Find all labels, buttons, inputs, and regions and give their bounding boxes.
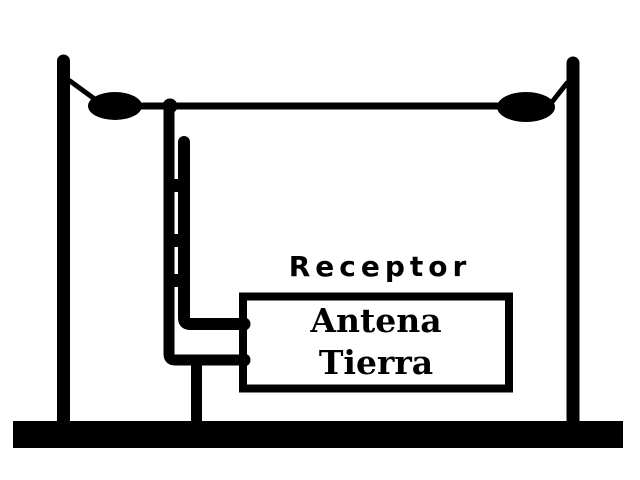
solid-layer (13, 92, 623, 448)
down-lead-left-conductor (163, 100, 247, 366)
antena-terminal-dot (237, 317, 251, 331)
lead-twist-rung (166, 234, 186, 247)
tierra-terminal-dot (237, 353, 251, 367)
antena-terminal-label: Antena (310, 300, 442, 340)
ground-bar (13, 421, 623, 448)
right-insulator (497, 92, 555, 122)
tierra-terminal-label: Tierra (318, 343, 434, 383)
junction-dot (162, 98, 178, 114)
wire-layer (57, 54, 580, 431)
left-tie-wire (67, 78, 99, 103)
lead-twist-rung (166, 179, 186, 192)
receiver-box (239, 292, 513, 393)
receiver-title: Receptor (288, 250, 472, 283)
right-tie-wire (549, 80, 570, 105)
receiver-terminal-labels: Antena Tierra (243, 294, 509, 389)
lead-twist-rung (166, 274, 186, 287)
left-insulator (88, 92, 142, 120)
down-lead-right-conductor (178, 136, 247, 330)
